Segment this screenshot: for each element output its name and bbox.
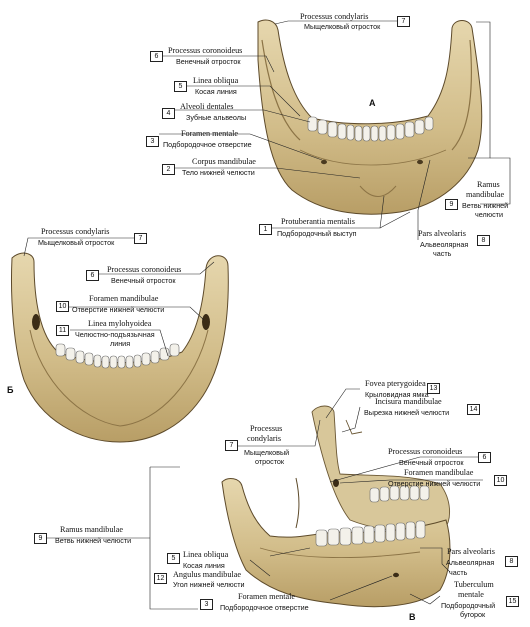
label-bot-foramen-mentale-lat: Foramen mentale (238, 592, 296, 601)
label-top-obliqua-lat: Linea obliqua (193, 76, 239, 85)
callout-number: 4 (162, 108, 175, 119)
label-top-protuberantia-ru: Подбородочный выступ (277, 229, 357, 238)
label-bot-fovea-lat: Fovea pterygoidea (365, 379, 426, 388)
callout-number: 8 (477, 235, 490, 246)
label-top-alveoli-ru: Зубные альвеолы (186, 113, 247, 122)
view-label-c: В (409, 612, 416, 622)
callout-number: 9 (445, 199, 458, 210)
label-bot-angulus-ru: Угол нижней челюсти (173, 580, 245, 589)
label-bot-foramen-mandibulae-ru: Отверстие нижней челюсти (388, 479, 481, 488)
callout-number: 5 (174, 81, 187, 92)
label-top-pars-alveolaris-ru1: Альвеолярная (420, 240, 469, 249)
callout-number: 13 (427, 383, 440, 394)
callout-number: 2 (162, 164, 175, 175)
callout-number: 10 (56, 301, 69, 312)
foramen-mandibulae-b-right (202, 314, 210, 330)
label-mid-mylohyoidea-ru1: Челюстно-подъязычная (75, 330, 155, 339)
label-bot-foramen-mandibulae-lat: Foramen mandibulae (404, 468, 474, 477)
leader-lines (23, 20, 511, 610)
view-label-a: А (369, 98, 376, 108)
mandible-view-c (221, 405, 451, 608)
label-top-obliqua-ru: Косая линия (195, 87, 237, 96)
callout-number: 9 (34, 533, 47, 544)
teeth-row-a (307, 116, 434, 142)
label-top-alveoli-lat: Alveoli dentales (180, 102, 234, 111)
label-bot-tuberculum-ru2: бугорок (460, 610, 486, 619)
callout-number: 11 (56, 325, 69, 336)
label-bot-obliqua-lat: Linea obliqua (183, 550, 229, 559)
label-bot-coronoideus-lat: Processus coronoideus (388, 447, 463, 456)
callout-number: 7 (397, 16, 410, 27)
label-bot-fovea-ru: Крыловидная ямка (365, 390, 429, 399)
label-mid-coronoideus-lat: Processus coronoideus (107, 265, 182, 274)
label-top-pars-alveolaris-ru2: часть (433, 249, 452, 258)
foramen-mentale-c (393, 572, 399, 578)
callout-number: 3 (146, 136, 159, 147)
label-bot-obliqua-ru: Косая линия (183, 561, 225, 570)
foramen-mandibulae-b-left (32, 314, 40, 330)
callout-number: 6 (150, 51, 163, 62)
label-top-corpus-lat: Corpus mandibulae (192, 157, 256, 166)
callout-number: 6 (86, 270, 99, 281)
label-mid-condylaris-ru: Мыщелковый отросток (38, 238, 115, 247)
label-bot-coronoideus-ru: Венечный отросток (399, 458, 464, 467)
label-bot-ramus-ru: Ветвь нижней челюсти (55, 536, 132, 545)
label-top-ramus-ru1: Ветвь нижней (462, 201, 509, 210)
label-bot-condylaris-ru1: Мыщелковый (244, 448, 290, 457)
label-bot-pars-alveolaris-ru2: часть (449, 568, 468, 577)
label-top-protuberantia-lat: Protuberantia mentalis (281, 217, 355, 226)
label-mid-condylaris-lat: Processus condylaris (41, 227, 110, 236)
label-top-foramen-mentale-lat: Foramen mentale (181, 129, 239, 138)
callout-number: 10 (494, 475, 507, 486)
callout-number: 15 (506, 596, 519, 607)
callout-number: 6 (478, 452, 491, 463)
teeth-row-b (55, 343, 180, 369)
label-top-coronoideus-ru: Венечный отросток (176, 57, 241, 66)
label-bot-tuberculum-lat1: Tuberculum (454, 580, 494, 589)
label-top-ramus-ru2: челюсти (475, 210, 503, 219)
label-mid-coronoideus-ru: Венечный отросток (111, 276, 176, 285)
label-mid-mylohyoidea-lat: Linea mylohyoidea (88, 319, 152, 328)
mandible-view-a (257, 19, 483, 215)
label-top-condylaris-ru: Мыщелковый отросток (304, 22, 381, 31)
label-mid-mylohyoidea-ru2: линия (110, 339, 131, 348)
callout-number: 7 (134, 233, 147, 244)
label-bot-condylaris-lat1: Processus (250, 424, 283, 433)
label-top-pars-alveolaris-lat: Pars alveolaris (418, 229, 466, 238)
label-bot-incisura-lat: Incisura mandibulae (375, 397, 442, 406)
label-bot-pars-alveolaris-lat: Pars alveolaris (447, 547, 495, 556)
callout-number: 8 (505, 556, 518, 567)
view-label-b: Б (7, 385, 14, 395)
label-mid-foramen-mandibulae-lat: Foramen mandibulae (89, 294, 159, 303)
callout-number: 14 (467, 404, 480, 415)
label-top-condylaris-lat: Processus condylaris (300, 12, 369, 21)
label-bot-ramus-lat: Ramus mandibulae (60, 525, 123, 534)
callout-number: 5 (167, 553, 180, 564)
label-top-ramus-lat1: Ramus (477, 180, 500, 189)
label-bot-angulus-lat: Angulus mandibulae (173, 570, 241, 579)
label-bot-tuberculum-lat2: mentale (458, 590, 484, 599)
label-mid-foramen-mandibulae-ru: Отверстие нижней челюсти (72, 305, 165, 314)
label-top-corpus-ru: Тело нижней челюсти (182, 168, 255, 177)
callout-number: 12 (154, 573, 167, 584)
label-top-ramus-lat2: mandibulae (466, 190, 505, 199)
label-bot-foramen-mentale-ru: Подбородочное отверстие (220, 603, 309, 612)
label-bot-condylaris-ru2: отросток (255, 457, 285, 466)
callout-number: 1 (259, 224, 272, 235)
foramen-mentale-a (321, 159, 327, 165)
teeth-row-c (315, 485, 430, 547)
callout-number: 7 (225, 440, 238, 451)
label-bot-condylaris-lat2: condylaris (247, 434, 282, 443)
label-top-foramen-mentale-ru: Подбородочное отверстие (163, 140, 252, 149)
label-top-coronoideus-lat: Processus coronoideus (168, 46, 243, 55)
label-bot-pars-alveolaris-ru1: Альвеолярная (446, 558, 495, 567)
label-bot-incisura-ru: Вырезка нижней челюсти (364, 408, 450, 417)
label-bot-tuberculum-ru1: Подбородочный (441, 601, 496, 610)
callout-number: 3 (200, 599, 213, 610)
mandible-view-b (11, 252, 229, 443)
